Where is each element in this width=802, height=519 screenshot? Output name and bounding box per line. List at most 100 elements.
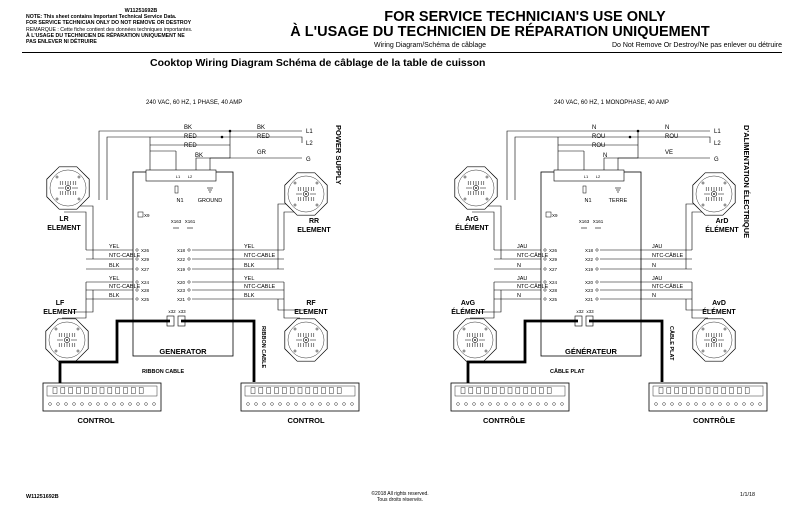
right-wire-label: JAU bbox=[652, 244, 662, 250]
element-screw bbox=[462, 349, 466, 353]
element-screw bbox=[315, 349, 319, 353]
element-screw bbox=[701, 181, 705, 185]
element-ring bbox=[287, 175, 325, 213]
terminal-label: X21 bbox=[585, 297, 594, 302]
control-board-right bbox=[240, 382, 360, 412]
terminal-label: X19 bbox=[585, 267, 594, 272]
terminal-label: X27 bbox=[141, 267, 150, 272]
terminal-label: X27 bbox=[549, 267, 558, 272]
wire-color: N bbox=[592, 125, 596, 131]
right-wire-label: BLK bbox=[244, 293, 255, 299]
diagram-title: Cooktop Wiring Diagram Schéma de câblage… bbox=[150, 57, 486, 69]
generator-label: GÉNÉRATEUR bbox=[565, 347, 618, 356]
element-center-dot bbox=[66, 339, 68, 341]
control-label: CONTROL bbox=[287, 416, 324, 425]
right-front-element bbox=[692, 318, 736, 362]
terminal-label: X29 bbox=[549, 257, 558, 262]
wire bbox=[98, 130, 302, 200]
control-pin bbox=[258, 387, 264, 394]
control-pad bbox=[294, 402, 298, 406]
control-pin bbox=[138, 387, 144, 394]
wire bbox=[283, 282, 300, 319]
control-pin bbox=[274, 387, 279, 394]
line-label-g: G bbox=[714, 157, 719, 163]
left-wire-label: NTC-CABLE bbox=[109, 284, 141, 290]
control-pin bbox=[515, 387, 521, 394]
note-line-4: À L'USAGE DU TECHNICIEN DE RÉPARATION UN… bbox=[26, 32, 185, 39]
element-screw bbox=[315, 203, 319, 207]
control-pin bbox=[523, 387, 528, 394]
control-pad bbox=[750, 402, 754, 406]
element-center bbox=[64, 337, 70, 343]
control-pad bbox=[488, 402, 492, 406]
element-label: ELEMENT bbox=[297, 227, 331, 234]
control-pad bbox=[136, 402, 140, 406]
terminal-label: X28 bbox=[141, 288, 150, 293]
control-pad bbox=[350, 402, 354, 406]
control-pin bbox=[721, 387, 726, 394]
control-pad bbox=[726, 402, 730, 406]
wire-color: RED bbox=[257, 134, 270, 140]
wire bbox=[181, 319, 256, 382]
wire bbox=[58, 319, 170, 383]
control-pad bbox=[528, 402, 532, 406]
control-board-right bbox=[648, 382, 768, 412]
element-center-dot bbox=[713, 193, 715, 195]
element-screw bbox=[293, 327, 297, 331]
control-pin bbox=[531, 387, 536, 394]
wire bbox=[478, 290, 502, 313]
left-wire-label: NTC-CÂBLE bbox=[517, 252, 549, 259]
control-pin bbox=[507, 387, 513, 394]
wire bbox=[691, 211, 704, 250]
left-wire-label: NTC-CABLE bbox=[109, 253, 141, 259]
control-connector-row bbox=[244, 385, 356, 397]
element-center-dot bbox=[305, 339, 307, 341]
right-wire-label: NTC-CABLE bbox=[244, 253, 276, 259]
control-pad bbox=[496, 402, 500, 406]
control-board bbox=[240, 382, 360, 412]
block-pin: L2 bbox=[188, 174, 193, 179]
control-label: CONTRÔLE bbox=[483, 416, 525, 425]
element-label: ÉLÉMENT bbox=[451, 307, 485, 316]
element-center-dot bbox=[67, 187, 69, 189]
control-pin bbox=[282, 387, 287, 394]
left-rear-element bbox=[46, 166, 90, 210]
terminal bbox=[187, 248, 191, 252]
element-label: ÉLÉMENT bbox=[705, 225, 739, 234]
element-screw bbox=[463, 197, 467, 201]
right-wire-label: YEL bbox=[244, 276, 254, 282]
control-pin bbox=[690, 387, 695, 394]
element-center bbox=[473, 185, 479, 191]
element-center bbox=[472, 337, 478, 343]
control-pin bbox=[76, 387, 81, 394]
x9-label: X9 bbox=[144, 213, 150, 218]
control-pin bbox=[682, 387, 687, 394]
terminal bbox=[187, 280, 191, 284]
terminal bbox=[543, 288, 547, 292]
wire-color: ROU bbox=[665, 134, 678, 140]
wire-color: N bbox=[665, 125, 669, 131]
control-pin bbox=[705, 387, 711, 394]
control-pin bbox=[68, 387, 73, 394]
left-wire-label: YEL bbox=[109, 276, 119, 282]
element-ring bbox=[457, 169, 495, 207]
left-wire-label: BLK bbox=[109, 263, 120, 269]
element-screw bbox=[723, 203, 727, 207]
control-pin bbox=[737, 387, 742, 394]
left-wire-label: JAU bbox=[517, 244, 527, 250]
right-wire-label: NTC-CÂBLE bbox=[652, 252, 684, 259]
footer-part-number: W11251692B bbox=[26, 494, 59, 500]
left-wire-label: JAU bbox=[517, 276, 527, 282]
terminal bbox=[595, 248, 599, 252]
element-label: LR bbox=[59, 216, 68, 223]
element-ring bbox=[48, 321, 86, 359]
element-screw bbox=[293, 181, 297, 185]
control-board bbox=[450, 382, 570, 412]
terminal-block bbox=[145, 169, 217, 182]
terminal-label: X18 bbox=[177, 248, 186, 253]
voltage-label: 240 VAC, 60 HZ, 1 MONOPHASE, 40 AMP bbox=[554, 100, 669, 106]
control-pad bbox=[334, 402, 338, 406]
wire bbox=[72, 205, 94, 259]
terminal-label: X18 bbox=[585, 248, 594, 253]
wire bbox=[277, 299, 306, 311]
